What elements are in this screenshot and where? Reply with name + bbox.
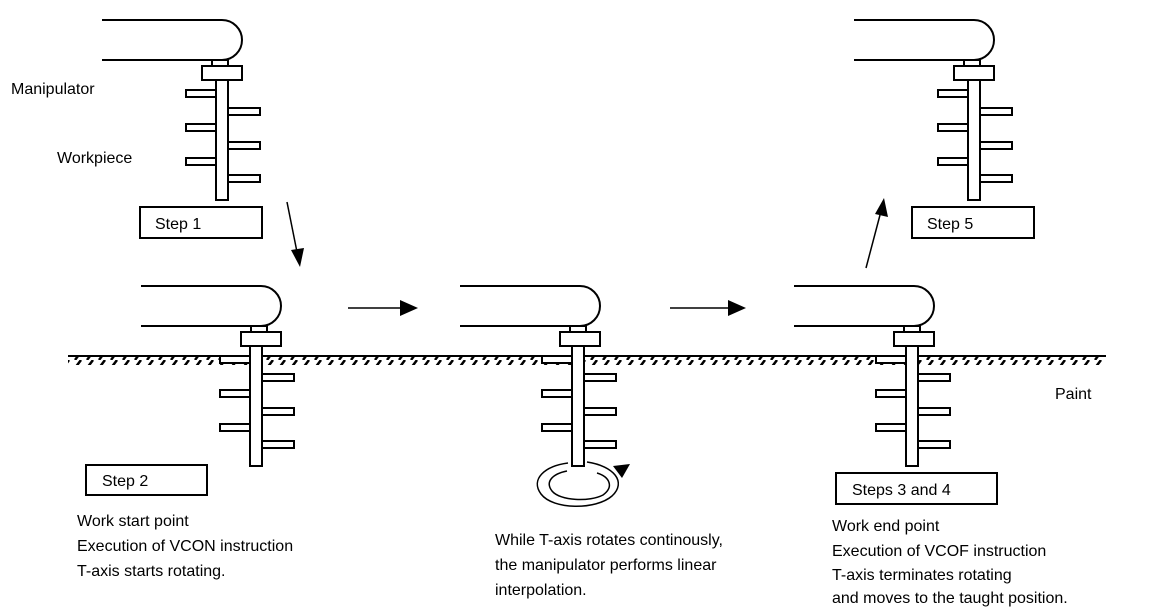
manipulator-arm-middle <box>459 285 601 347</box>
arrow-step2-to-middle <box>348 300 418 316</box>
arrow-middle-to-steps3-4 <box>670 300 746 316</box>
workpiece-label: Workpiece <box>57 150 132 167</box>
step5-box: Step 5 <box>911 206 1035 239</box>
manipulator-label: Manipulator <box>11 81 95 98</box>
step2-box: Step 2 <box>85 464 208 496</box>
caption-end-line-4: and moves to the taught position. <box>832 590 1068 607</box>
arrow-steps3-4-to-step5 <box>865 198 888 269</box>
caption-end: Work end point Execution of VCOF instruc… <box>832 518 1068 607</box>
caption-middle-line-3: interpolation. <box>495 582 587 599</box>
caption-start-line-2: Execution of VCON instruction <box>77 538 293 555</box>
manipulator-arm-step2 <box>140 285 282 347</box>
caption-start: Work start point Execution of VCON instr… <box>77 513 293 580</box>
caption-middle-line-2: the manipulator performs linear <box>495 557 717 574</box>
steps3-4-box: Steps 3 and 4 <box>835 472 998 505</box>
caption-start-line-1: Work start point <box>77 513 189 530</box>
step1-box: Step 1 <box>139 206 263 239</box>
caption-middle-line-1: While T-axis rotates continously, <box>495 532 723 549</box>
step5-label: Step 5 <box>927 216 973 233</box>
workpiece-step1 <box>185 79 261 201</box>
paint-label: Paint <box>1055 386 1092 403</box>
manipulator-arm-step1 <box>101 19 243 81</box>
caption-end-line-3: T-axis terminates rotating <box>832 567 1012 584</box>
caption-start-line-3: T-axis starts rotating. <box>77 563 226 580</box>
step1-label: Step 1 <box>155 216 201 233</box>
arrow-step1-to-step2 <box>286 201 304 267</box>
rotation-arrow-icon <box>536 461 630 507</box>
steps3-4-label: Steps 3 and 4 <box>852 482 951 499</box>
caption-end-line-1: Work end point <box>832 518 940 535</box>
manipulator-arm-step5 <box>853 19 995 81</box>
manipulator-arm-steps3-4 <box>793 285 935 347</box>
workpiece-step5 <box>937 79 1013 201</box>
caption-middle: While T-axis rotates continously, the ma… <box>495 532 723 599</box>
caption-end-line-2: Execution of VCOF instruction <box>832 543 1046 560</box>
step2-label: Step 2 <box>102 473 148 490</box>
